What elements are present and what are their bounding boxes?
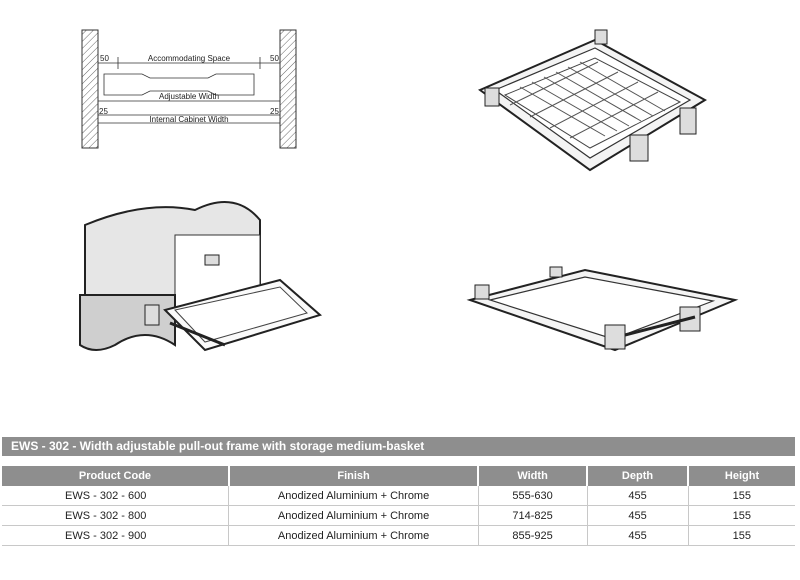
col-width: Width bbox=[477, 466, 588, 486]
cell-width: 714-825 bbox=[477, 505, 588, 526]
dim-50-left: 50 bbox=[100, 54, 109, 63]
dim-50-right: 50 bbox=[270, 54, 279, 63]
table-row: EWS - 302 - 800 Anodized Aluminium + Chr… bbox=[2, 505, 795, 526]
table-row: EWS - 302 - 900 Anodized Aluminium + Chr… bbox=[2, 525, 795, 546]
adjustable-rail bbox=[103, 73, 255, 96]
cell-code: EWS - 302 - 600 bbox=[2, 486, 229, 506]
cell-width: 855-925 bbox=[477, 525, 588, 546]
cell-finish: Anodized Aluminium + Chrome bbox=[228, 505, 479, 526]
col-finish: Finish bbox=[227, 466, 479, 486]
dim-internal-cabinet-width: Internal Cabinet Width bbox=[149, 115, 228, 124]
cell-depth: 455 bbox=[586, 525, 689, 546]
cell-code: EWS - 302 - 800 bbox=[2, 505, 229, 526]
cell-height: 155 bbox=[687, 505, 795, 526]
cell-depth: 455 bbox=[586, 505, 689, 526]
col-depth: Depth bbox=[586, 466, 689, 486]
frame-illustration bbox=[466, 266, 739, 352]
cell-height: 155 bbox=[687, 525, 795, 546]
cell-width: 555-630 bbox=[477, 486, 588, 506]
cell-finish: Anodized Aluminium + Chrome bbox=[228, 486, 479, 506]
dim-25-right: 25 bbox=[270, 107, 279, 116]
table-row: EWS - 302 - 600 Anodized Aluminium + Chr… bbox=[2, 486, 795, 506]
col-height: Height bbox=[687, 466, 795, 486]
dim-25-left: 25 bbox=[99, 107, 108, 116]
spec-table: Product Code Finish Width Depth Height E… bbox=[2, 466, 795, 546]
cell-finish: Anodized Aluminium + Chrome bbox=[228, 525, 479, 546]
cell-depth: 455 bbox=[586, 486, 689, 506]
dim-adjustable-width: Adjustable Width bbox=[159, 92, 219, 101]
cell-code: EWS - 302 - 900 bbox=[2, 525, 229, 546]
cell-height: 155 bbox=[687, 486, 795, 506]
dimension-diagram: 50 Accommodating Space 50 Adjustable Wid… bbox=[81, 29, 297, 149]
table-header-row: Product Code Finish Width Depth Height bbox=[2, 466, 795, 486]
col-product-code: Product Code bbox=[2, 466, 229, 486]
basket-illustration bbox=[477, 29, 708, 172]
left-cabinet-wall bbox=[81, 29, 99, 149]
cabinet-illustration bbox=[79, 201, 323, 352]
right-cabinet-wall bbox=[279, 29, 297, 149]
dim-accommodating-space: Accommodating Space bbox=[148, 54, 231, 63]
product-title: EWS - 302 - Width adjustable pull-out fr… bbox=[2, 437, 795, 456]
